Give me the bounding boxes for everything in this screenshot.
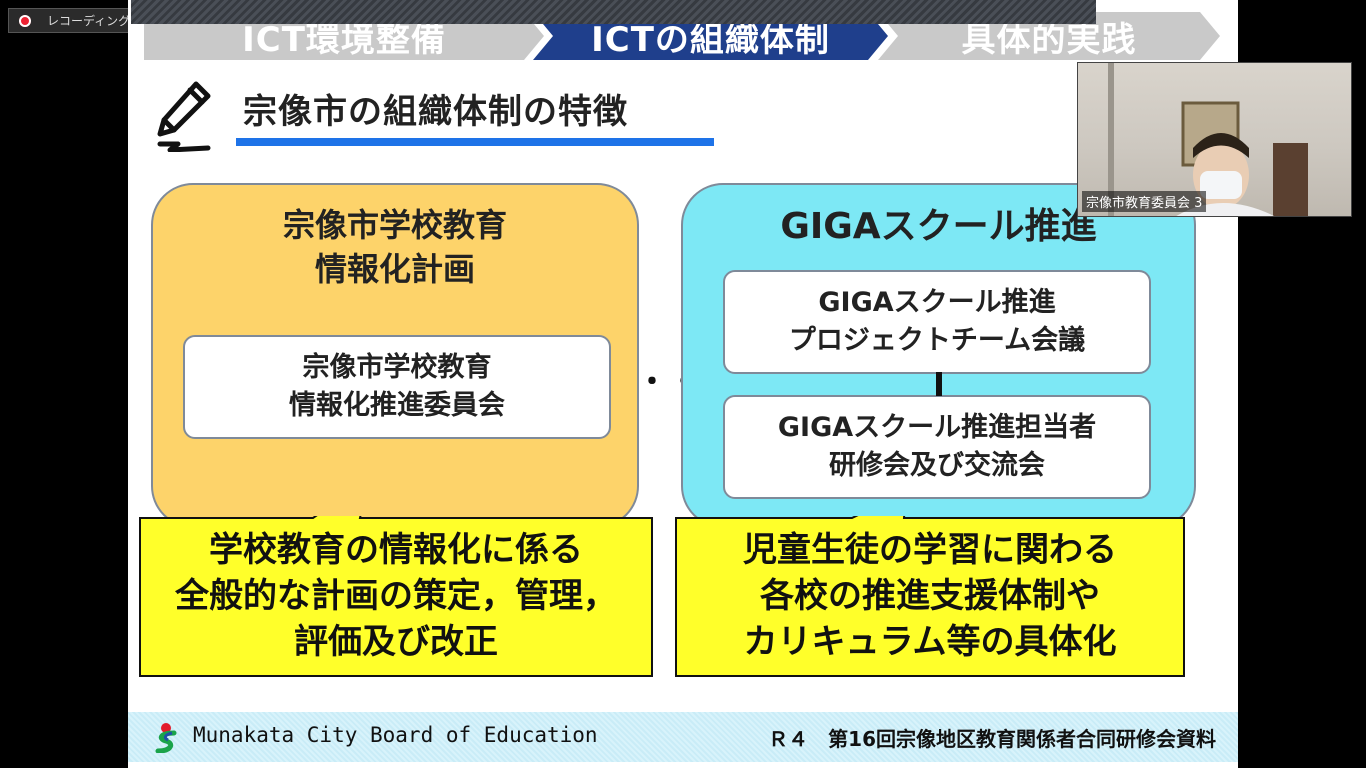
step-practice: 具体的実践 — [878, 12, 1220, 60]
footer-document-title: Ｒ４ 第16回宗像地区教育関係者合同研修会資料 — [768, 727, 1216, 751]
participant-name: 宗像市教育委員会 3 — [1082, 191, 1207, 212]
presentation-slide: ICT環境整備 ICTの組織体制 具体的実践 宗像市の組織体制の特徴 宗像市学校… — [128, 0, 1238, 768]
callout-plan: 学校教育の情報化に係る 全般的な計画の策定，管理， 評価及び改正 — [138, 516, 654, 677]
committee-box: 宗像市学校教育 情報化推進委員会 — [183, 335, 611, 439]
team-connector-line — [936, 372, 942, 396]
callout-giga: 児童生徒の学習に関わる 各校の推進支援体制や カリキュラム等の具体化 — [674, 516, 1186, 677]
munakata-logo-icon — [155, 723, 177, 753]
callout-giga-shape — [675, 516, 1185, 677]
callout-plan-shape — [139, 516, 653, 677]
training-box: GIGAスクール推進担当者 研修会及び交流会 — [723, 395, 1151, 499]
recording-icon — [13, 9, 37, 33]
plan-panel-title: 宗像市学校教育 情報化計画 — [282, 206, 507, 288]
giga-panel-title: GIGAスクール推進 — [780, 206, 1097, 247]
slide-heading: 宗像市の組織体制の特徴 — [243, 92, 628, 132]
pencil-icon — [157, 81, 211, 152]
screen-share-toolbar[interactable] — [131, 0, 1096, 24]
plan-panel: 宗像市学校教育 情報化計画 宗像市学校教育 情報化推進委員会 — [151, 183, 639, 528]
participant-video[interactable]: 宗像市教育委員会 3 — [1077, 62, 1352, 217]
heading-underline — [236, 138, 714, 146]
footer-organization: Munakata City Board of Education — [193, 723, 598, 747]
slide-footer: Munakata City Board of Education Ｒ４ 第16回… — [128, 712, 1238, 762]
giga-panel: GIGAスクール推進 GIGAスクール推進 プロジェクトチーム会議 GIGAスク… — [681, 183, 1196, 528]
project-team-box: GIGAスクール推進 プロジェクトチーム会議 — [723, 270, 1151, 374]
